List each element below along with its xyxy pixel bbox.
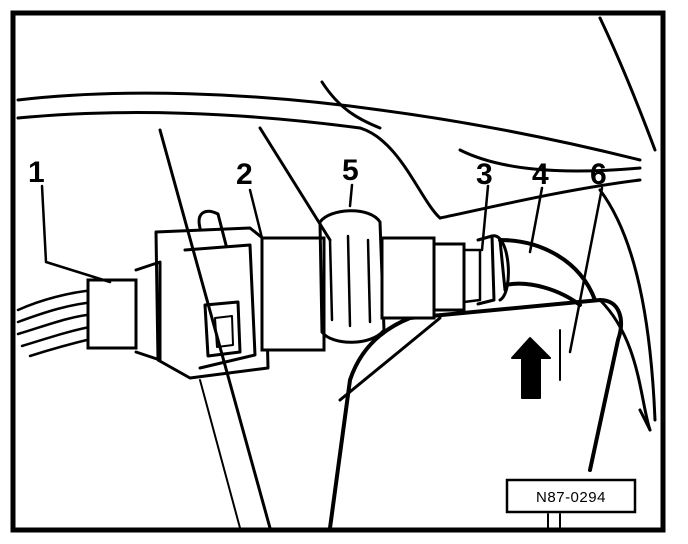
callout-2: 2 xyxy=(236,158,253,191)
callout-1: 1 xyxy=(28,156,45,189)
figure-frame xyxy=(10,10,666,533)
callout-4: 4 xyxy=(532,158,549,191)
sensor-body xyxy=(154,209,326,380)
leader-lines xyxy=(40,183,604,354)
callout-5: 5 xyxy=(342,154,359,187)
sensor-shaft xyxy=(380,234,510,320)
callout-3: 3 xyxy=(476,158,493,191)
vacuum-hose xyxy=(498,238,597,307)
callout-labels: 1 2 5 3 4 6 xyxy=(28,154,607,191)
reference-code-box: N87-0294 xyxy=(505,478,637,529)
wiring-connector xyxy=(86,260,162,362)
reference-code: N87-0294 xyxy=(536,489,606,506)
callout-6: 6 xyxy=(590,158,607,191)
insertion-arrow xyxy=(511,337,551,399)
hex-nut xyxy=(318,209,386,344)
